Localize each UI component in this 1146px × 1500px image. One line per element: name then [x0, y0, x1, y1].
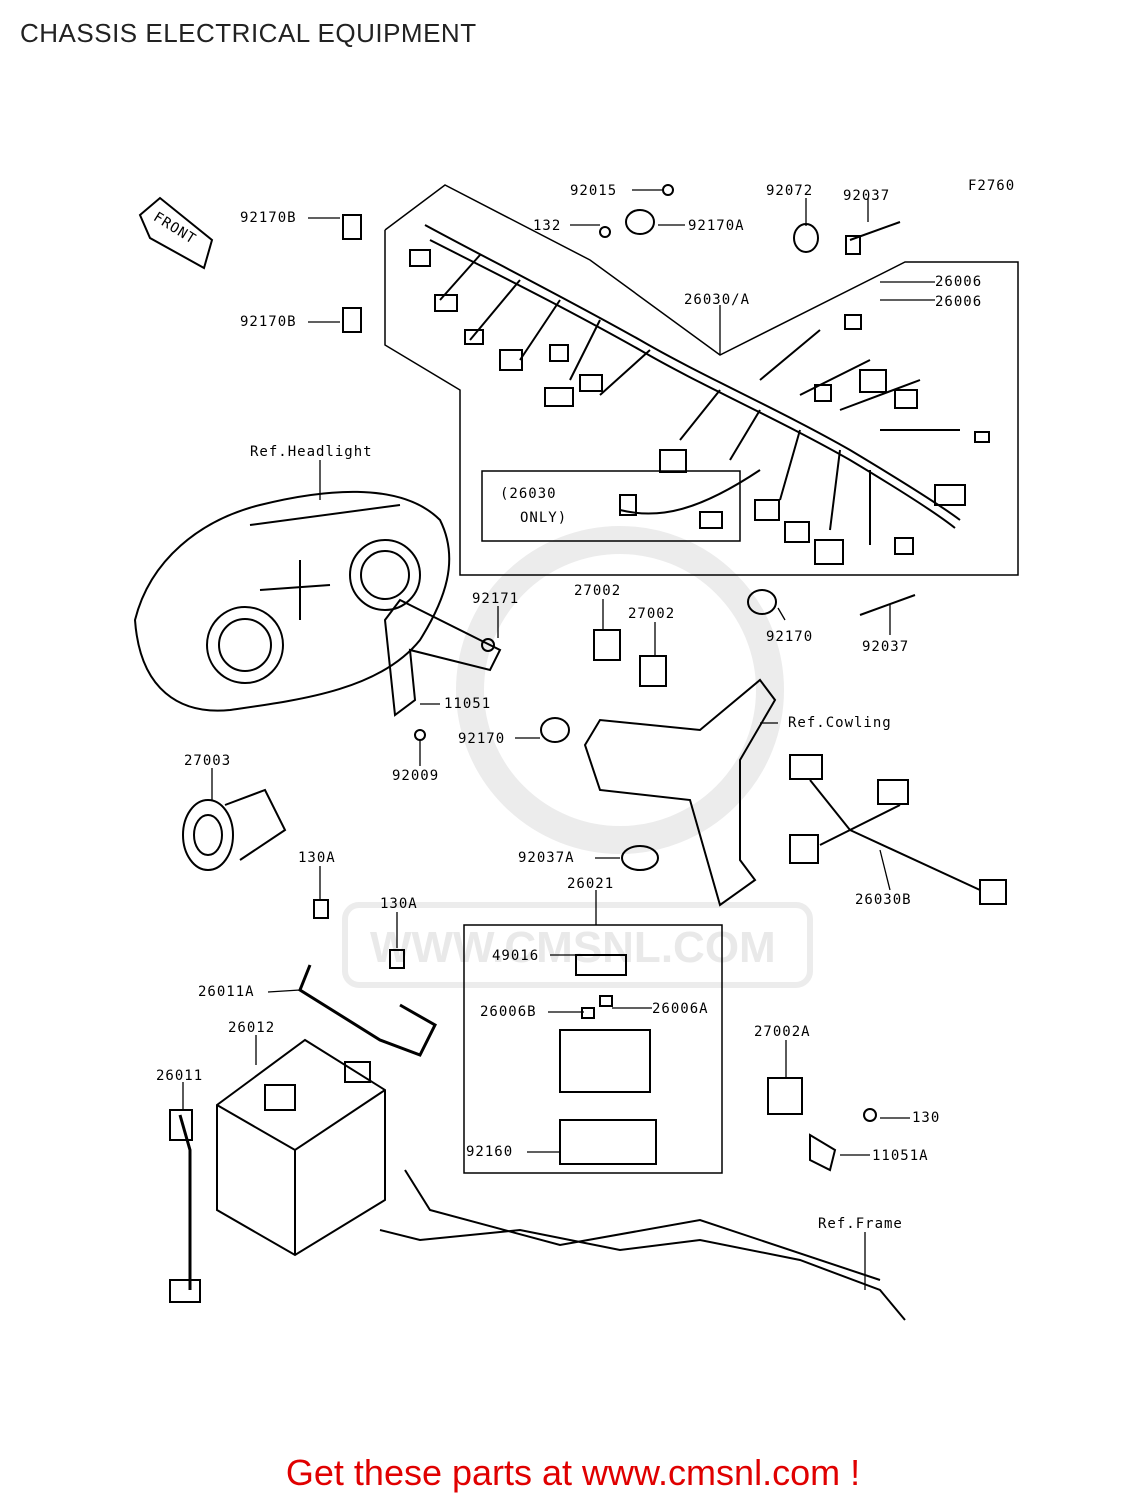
label-26011: 26011 [156, 1068, 203, 1084]
label-92170-b: 92170 [458, 731, 505, 747]
battery-cable-26011 [178, 1114, 192, 1290]
label-92072: 92072 [766, 183, 813, 199]
label-130A-2: 130A [380, 896, 418, 912]
label-26006-1: 26006 [935, 274, 982, 290]
label-27002-1: 27002 [574, 583, 621, 599]
cowling-bracket [583, 678, 777, 907]
label-26006B: 26006B [480, 1004, 537, 1020]
relay-27002-b [639, 655, 667, 687]
label-26006A: 26006A [652, 1001, 709, 1017]
part-labels: F2760 92015 92072 92037 92170B 132 92170… [156, 178, 1015, 1232]
label-26030A: 26030/A [684, 292, 750, 308]
watermark-text: WWW.CMSNL.COM [370, 923, 776, 972]
label-11051: 11051 [444, 696, 491, 712]
label-ref-cowling: Ref.Cowling [788, 715, 892, 731]
label-26030-only-1: (26030 [500, 486, 557, 502]
label-92170A: 92170A [688, 218, 745, 234]
label-26006-2: 26006 [935, 294, 982, 310]
label-ref-headlight: Ref.Headlight [250, 444, 373, 460]
label-92015: 92015 [570, 183, 617, 199]
label-92171: 92171 [472, 591, 519, 607]
watermark: WWW.CMSNL.COM [342, 526, 813, 988]
front-arrow-icon: FRONT [138, 196, 214, 270]
horn-27003 [182, 788, 287, 871]
label-92160: 92160 [466, 1144, 513, 1160]
headlight-assembly [133, 490, 451, 712]
footer-promo-link[interactable]: Get these parts at www.cmsnl.com ! [285, 1452, 861, 1493]
label-92170B-1: 92170B [240, 210, 297, 226]
label-26012: 26012 [228, 1020, 275, 1036]
page-title: CHASSIS ELECTRICAL EQUIPMENT [20, 18, 477, 48]
label-92009: 92009 [392, 768, 439, 784]
small-fasteners [169, 184, 916, 1303]
label-26030-only-2: ONLY) [520, 510, 567, 526]
sub-harness-26030B [789, 754, 1007, 905]
label-92170B-2: 92170B [240, 314, 297, 330]
bracket-11051 [383, 598, 502, 717]
label-27003: 27003 [184, 753, 231, 769]
label-26021: 26021 [567, 876, 614, 892]
leader-lines [182, 189, 935, 1290]
label-130: 130 [912, 1110, 940, 1126]
26021-group-box [463, 924, 723, 1174]
label-26030B: 26030B [855, 892, 912, 908]
label-27002A: 27002A [754, 1024, 811, 1040]
label-132: 132 [533, 218, 561, 234]
fuse-box-26021 [559, 954, 657, 1165]
26030-only-box [481, 470, 741, 542]
frame-ref [379, 1169, 906, 1321]
battery-26012 [216, 1038, 386, 1257]
label-49016: 49016 [492, 948, 539, 964]
label-130A-1: 130A [298, 850, 336, 866]
label-92170: 92170 [766, 629, 813, 645]
label-92037A: 92037A [518, 850, 575, 866]
label-11051A: 11051A [872, 1148, 929, 1164]
relay-27002-a [593, 629, 621, 661]
label-92037-top: 92037 [843, 188, 890, 204]
label-92037-mid: 92037 [862, 639, 909, 655]
relay-27002A [767, 1077, 803, 1115]
label-ref-frame: Ref.Frame [818, 1216, 903, 1232]
figure-code: F2760 [968, 178, 1015, 194]
label-27002-2: 27002 [628, 606, 675, 622]
battery-cable-26011A [298, 964, 437, 1057]
label-26011A: 26011A [198, 984, 255, 1000]
wire-harness-26030 [409, 224, 990, 565]
harness-group-outline [384, 184, 1019, 576]
